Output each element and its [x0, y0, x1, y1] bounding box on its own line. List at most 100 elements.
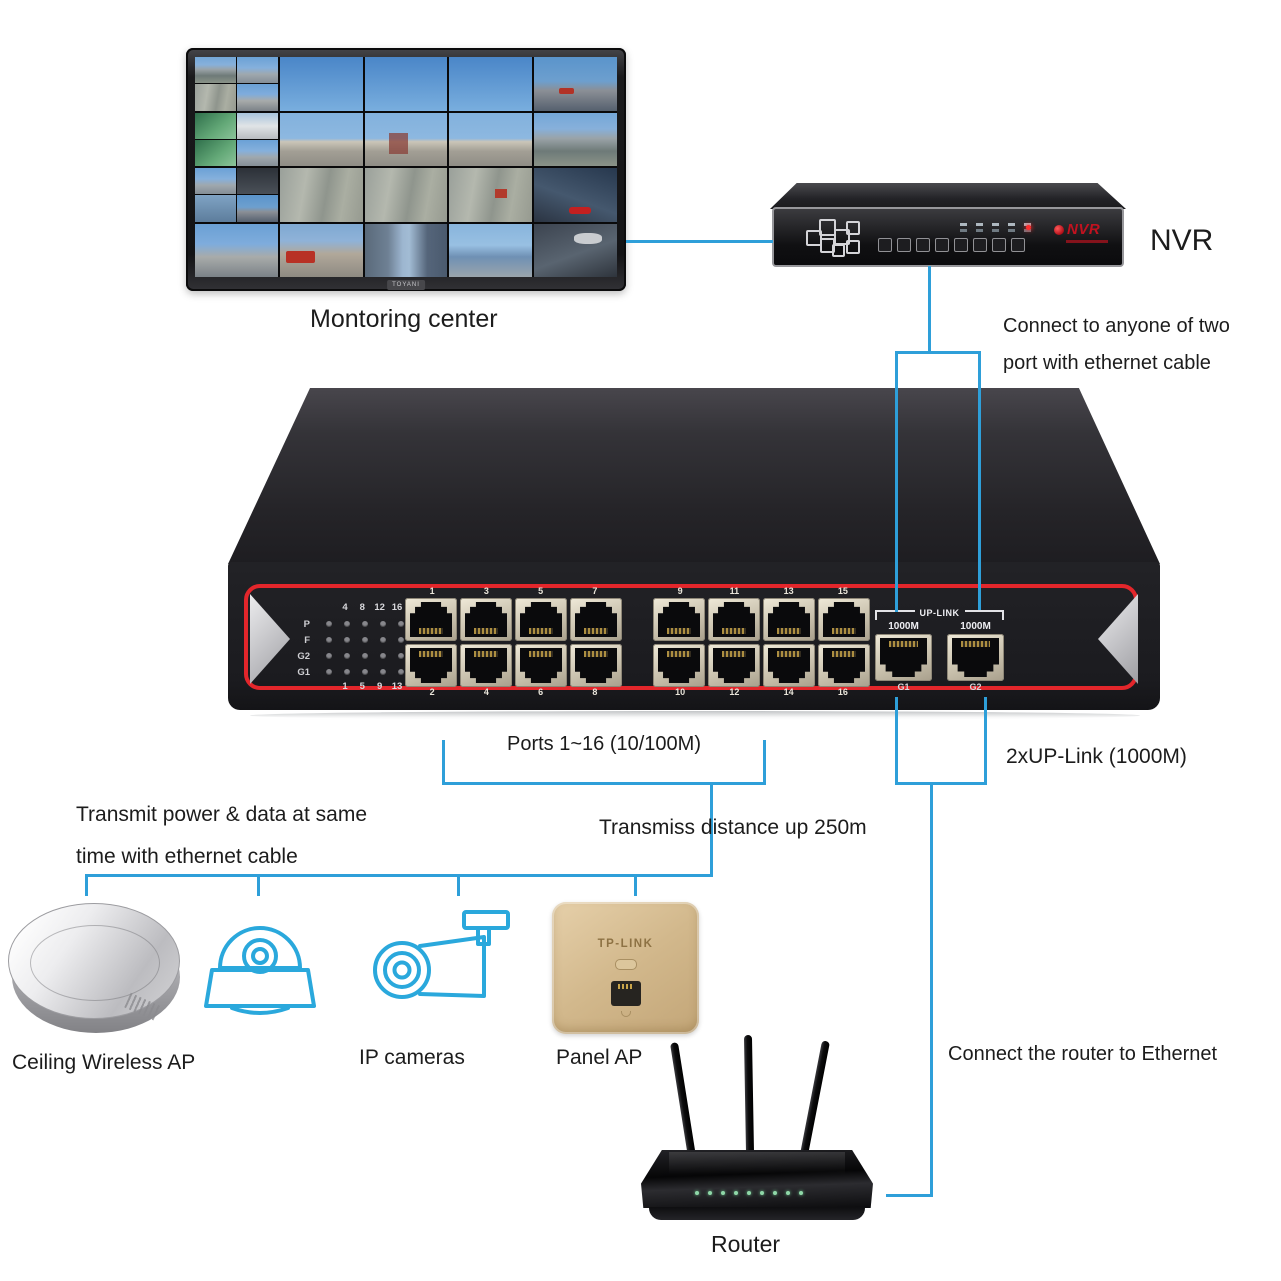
- video-cell: [195, 223, 278, 277]
- uplink-speed-left: 1000M: [888, 621, 919, 632]
- transmit-annotation-line2: time with ethernet cable: [76, 845, 298, 868]
- led-row: G2: [284, 648, 424, 664]
- nvr-device: NVR: [770, 183, 1126, 271]
- nvr-indicator-leds: [960, 223, 1031, 226]
- monitor-brand: TOYANI: [387, 280, 425, 290]
- uplink-port-g1: [875, 634, 932, 681]
- ethernet-port: [708, 644, 760, 687]
- video-cell: [279, 168, 363, 222]
- video-subcell: [195, 84, 236, 111]
- ethernet-port: [708, 598, 760, 641]
- panel-ap-button: [614, 959, 637, 970]
- video-cell: [449, 112, 533, 166]
- nvr-buttons: [878, 238, 1025, 252]
- uplink-annotation: 2xUP-Link (1000M): [1006, 745, 1187, 768]
- nvr-power-led: [1026, 225, 1031, 230]
- video-cell: [195, 168, 278, 222]
- ethernet-port: [653, 644, 705, 687]
- ceiling-ap-label: Ceiling Wireless AP: [12, 1051, 196, 1074]
- video-subcell: [236, 84, 278, 111]
- led-row: G1: [284, 664, 424, 680]
- uplink-bracket: UP-LINK: [875, 608, 1004, 622]
- uplink-speed-right: 1000M: [960, 621, 991, 632]
- connector-line: [85, 874, 713, 877]
- ip-camera-label: IP cameras: [359, 1046, 465, 1069]
- router-antenna: [669, 1042, 697, 1158]
- nvr-brand-logo: NVR: [1054, 221, 1108, 243]
- router-base: [649, 1207, 865, 1220]
- ethernet-port: [818, 644, 870, 687]
- connector-line: [442, 740, 445, 785]
- dome-camera-icon: [204, 926, 316, 1015]
- video-subcell: [195, 168, 236, 195]
- connector-line: [928, 266, 931, 354]
- video-cell: [534, 168, 617, 222]
- ip-camera-icon: [373, 910, 510, 999]
- ceiling-ap-device: [8, 895, 184, 1039]
- uplink-name-g2: G2: [969, 682, 982, 692]
- video-cell: [195, 57, 278, 111]
- connector-line: [895, 351, 898, 612]
- panel-ap-brand: TP-LINK: [597, 938, 654, 950]
- video-subcell: [236, 139, 278, 166]
- video-subcell: [195, 139, 236, 166]
- connector-line: [763, 740, 766, 785]
- connector-line: [886, 1194, 933, 1197]
- connector-line: [895, 697, 898, 785]
- panel-ap-ethernet-port: [610, 981, 641, 1006]
- router-status-leds: [695, 1191, 803, 1195]
- ethernet-port: [405, 598, 457, 641]
- nvr-label: NVR: [1150, 224, 1214, 257]
- led-row: F: [284, 632, 424, 648]
- connector-line: [457, 874, 460, 896]
- video-subcell: [195, 57, 236, 84]
- connector-line: [895, 351, 981, 354]
- video-cell: [279, 57, 363, 111]
- video-cell: [534, 112, 617, 166]
- nvr-logo-icon: [806, 218, 860, 258]
- ethernet-port: [763, 598, 815, 641]
- ethernet-port: [460, 644, 512, 687]
- video-cell: [364, 112, 448, 166]
- connector-line: [930, 782, 933, 1197]
- ethernet-port: [515, 644, 567, 687]
- monitoring-center-label: Montoring center: [310, 305, 498, 333]
- led-row: P: [284, 616, 424, 632]
- ports-annotation: Ports 1~16 (10/100M): [507, 733, 701, 755]
- transmit-annotation-line1: Transmit power & data at same: [76, 803, 368, 826]
- video-subcell: [236, 57, 278, 84]
- connector-line: [710, 782, 713, 877]
- video-cell: [534, 57, 617, 111]
- video-subcell: [236, 168, 278, 195]
- panel-ap-label: Panel AP: [556, 1046, 643, 1069]
- video-cell: [449, 223, 533, 277]
- video-wall-screen: [195, 57, 617, 277]
- ethernet-port: [653, 598, 705, 641]
- nvr-brand-dot-icon: [1054, 224, 1064, 235]
- uplink-name-g1: G1: [897, 682, 910, 692]
- panel-ap-device: TP-LINK: [552, 902, 699, 1034]
- router-label: Router: [711, 1231, 781, 1257]
- video-subcell: [195, 195, 236, 222]
- video-subcell: [236, 112, 278, 139]
- connector-line: [634, 874, 637, 896]
- router-body: [641, 1150, 873, 1208]
- video-cell: [364, 57, 448, 111]
- uplink-label: UP-LINK: [914, 608, 965, 618]
- panel-ap-mark: [620, 1011, 631, 1017]
- switch-shadow: [250, 711, 1140, 720]
- nvr-brand-text: NVR: [1067, 221, 1101, 238]
- connector-line: [895, 782, 987, 785]
- video-subcell: [195, 112, 236, 139]
- nvr-note-line1: Connect to anyone of two: [1003, 315, 1230, 337]
- router-annotation: Connect the router to Ethernet: [948, 1043, 1218, 1065]
- video-cell: [449, 168, 533, 222]
- ethernet-port: [818, 598, 870, 641]
